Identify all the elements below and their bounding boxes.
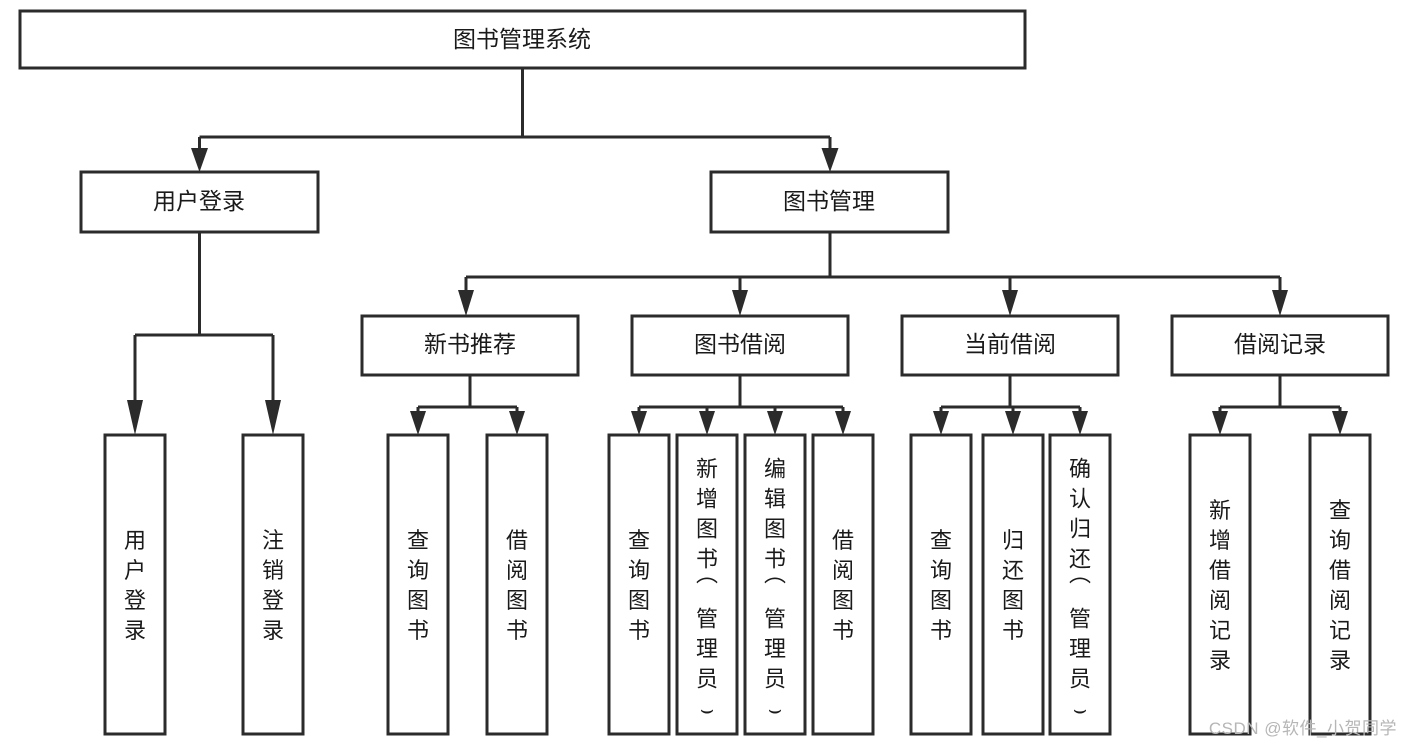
node-borrow-record-box[interactable] xyxy=(1170,314,1390,377)
leaf-add-borrow-record-box[interactable] xyxy=(1188,433,1252,736)
leaf-add-book-admin[interactable]: 新增图书⌒管理员⌣ xyxy=(675,433,739,736)
arrow-head-leaf-query-book-rec xyxy=(410,411,426,435)
leaf-query-book-current[interactable]: 查询图书 xyxy=(909,433,973,736)
node-current-borrow-label: 当前借阅 xyxy=(964,331,1056,357)
leaf-query-borrow-record-box[interactable] xyxy=(1308,433,1372,736)
leaf-query-book-borrow-label: 查询图书 xyxy=(628,528,650,643)
arrow-head-leaf-logout xyxy=(265,400,281,435)
arrow-head-current-borrow xyxy=(1002,290,1018,316)
leaf-add-borrow-record[interactable]: 新增借阅记录 xyxy=(1188,433,1252,736)
node-user-login-box[interactable] xyxy=(79,170,320,234)
leaf-borrow-book-rec-box[interactable] xyxy=(485,433,549,736)
leaf-query-book-borrow-box[interactable] xyxy=(607,433,671,736)
leaf-query-book-rec-box[interactable] xyxy=(386,433,450,736)
leaf-edit-book-admin-box[interactable] xyxy=(743,433,807,736)
node-root-label: 图书管理系统 xyxy=(453,26,591,52)
arrow-head-leaf-add-book-admin xyxy=(699,411,715,435)
leaf-borrow-book-label: 借阅图书 xyxy=(832,528,854,643)
node-new-book-rec-label: 新书推荐 xyxy=(424,331,516,357)
node-borrow-record-label: 借阅记录 xyxy=(1234,331,1326,357)
node-user-login[interactable]: 用户登录 xyxy=(79,170,320,234)
node-layer: 图书管理系统 用户登录 图书管理 新书推荐 图书借阅 xyxy=(18,9,1390,736)
leaf-user-login-label: 用户登录 xyxy=(124,528,146,643)
arrow-head-leaf-query-borrow-record xyxy=(1332,411,1348,435)
node-root-box[interactable] xyxy=(18,9,1027,70)
arrow-head-leaf-borrow-book-rec xyxy=(509,411,525,435)
leaf-confirm-return-admin[interactable]: 确认归还⌒管理员⌣ xyxy=(1048,433,1112,736)
node-new-book-rec-box[interactable] xyxy=(360,314,580,377)
leaf-user-login[interactable]: 用户登录 xyxy=(103,433,167,736)
watermark-label: CSDN @软件_小贺同学 xyxy=(1208,719,1397,738)
node-root[interactable]: 图书管理系统 xyxy=(18,9,1027,70)
leaf-confirm-return-admin-box[interactable] xyxy=(1048,433,1112,736)
node-borrow-record[interactable]: 借阅记录 xyxy=(1170,314,1390,377)
arrow-head-leaf-user-login xyxy=(127,400,143,435)
leaf-query-borrow-record-label: 查询借阅记录 xyxy=(1329,498,1351,673)
node-book-mgmt-label: 图书管理 xyxy=(783,188,875,214)
node-current-borrow-box[interactable] xyxy=(900,314,1120,377)
leaf-add-borrow-record-label: 新增借阅记录 xyxy=(1209,498,1231,673)
arrow-head-leaf-edit-book-admin xyxy=(767,411,783,435)
node-book-mgmt-box[interactable] xyxy=(709,170,950,234)
leaf-add-book-admin-box[interactable] xyxy=(675,433,739,736)
node-current-borrow[interactable]: 当前借阅 xyxy=(900,314,1120,377)
leaf-logout[interactable]: 注销登录 xyxy=(241,433,305,736)
arrow-head-book-borrow xyxy=(732,290,748,316)
leaf-borrow-book-box[interactable] xyxy=(811,433,875,736)
arrow-head-leaf-confirm-return-admin xyxy=(1072,411,1088,435)
leaf-borrow-book[interactable]: 借阅图书 xyxy=(811,433,875,736)
arrow-head-leaf-add-borrow-record xyxy=(1212,411,1228,435)
arrow-head-borrow-record xyxy=(1272,290,1288,316)
leaf-user-login-box[interactable] xyxy=(103,433,167,736)
leaf-query-book-current-label: 查询图书 xyxy=(930,528,952,643)
arrow-head-leaf-query-book-borrow xyxy=(631,411,647,435)
leaf-return-book-label: 归还图书 xyxy=(1002,528,1024,643)
arrow-head-leaf-return-book xyxy=(1005,411,1021,435)
node-book-mgmt[interactable]: 图书管理 xyxy=(709,170,950,234)
leaf-edit-book-admin[interactable]: 编辑图书⌒管理员⌣ xyxy=(743,433,807,736)
node-book-borrow-label: 图书借阅 xyxy=(694,331,786,357)
arrow-head-user-login xyxy=(191,148,208,172)
leaf-borrow-book-rec[interactable]: 借阅图书 xyxy=(485,433,549,736)
arrow-head-book-mgmt xyxy=(821,148,839,172)
leaf-edit-book-admin-label: 编辑图书⌒管理员⌣ xyxy=(764,456,786,721)
leaf-query-book-current-box[interactable] xyxy=(909,433,973,736)
arrow-head-leaf-query-book-current xyxy=(933,411,949,435)
arrow-head-new-book-rec xyxy=(458,290,474,316)
leaf-logout-box[interactable] xyxy=(241,433,305,736)
leaf-add-book-admin-label: 新增图书⌒管理员⌣ xyxy=(696,456,718,721)
leaf-query-borrow-record[interactable]: 查询借阅记录 xyxy=(1308,433,1372,736)
leaf-node-layer: 用户登录 注销登录 查询图书 借阅图书 查询图书 新增图书⌒管理员⌣ 编辑图书⌒管理员⌣ 借阅… xyxy=(103,433,1372,736)
node-user-login-label: 用户登录 xyxy=(153,188,245,214)
connector-layer xyxy=(127,68,1348,435)
leaf-query-book-borrow[interactable]: 查询图书 xyxy=(607,433,671,736)
leaf-logout-label: 注销登录 xyxy=(262,528,284,643)
node-new-book-rec[interactable]: 新书推荐 xyxy=(360,314,580,377)
leaf-confirm-return-admin-label: 确认归还⌒管理员⌣ xyxy=(1069,456,1091,721)
arrow-head-leaf-borrow-book xyxy=(835,411,851,435)
node-book-borrow[interactable]: 图书借阅 xyxy=(630,314,850,377)
leaf-borrow-book-rec-label: 借阅图书 xyxy=(506,528,528,643)
node-book-borrow-box[interactable] xyxy=(630,314,850,377)
leaf-query-book-rec[interactable]: 查询图书 xyxy=(386,433,450,736)
leaf-return-book-box[interactable] xyxy=(981,433,1045,736)
leaf-query-book-rec-label: 查询图书 xyxy=(407,528,429,643)
leaf-return-book[interactable]: 归还图书 xyxy=(981,433,1045,736)
